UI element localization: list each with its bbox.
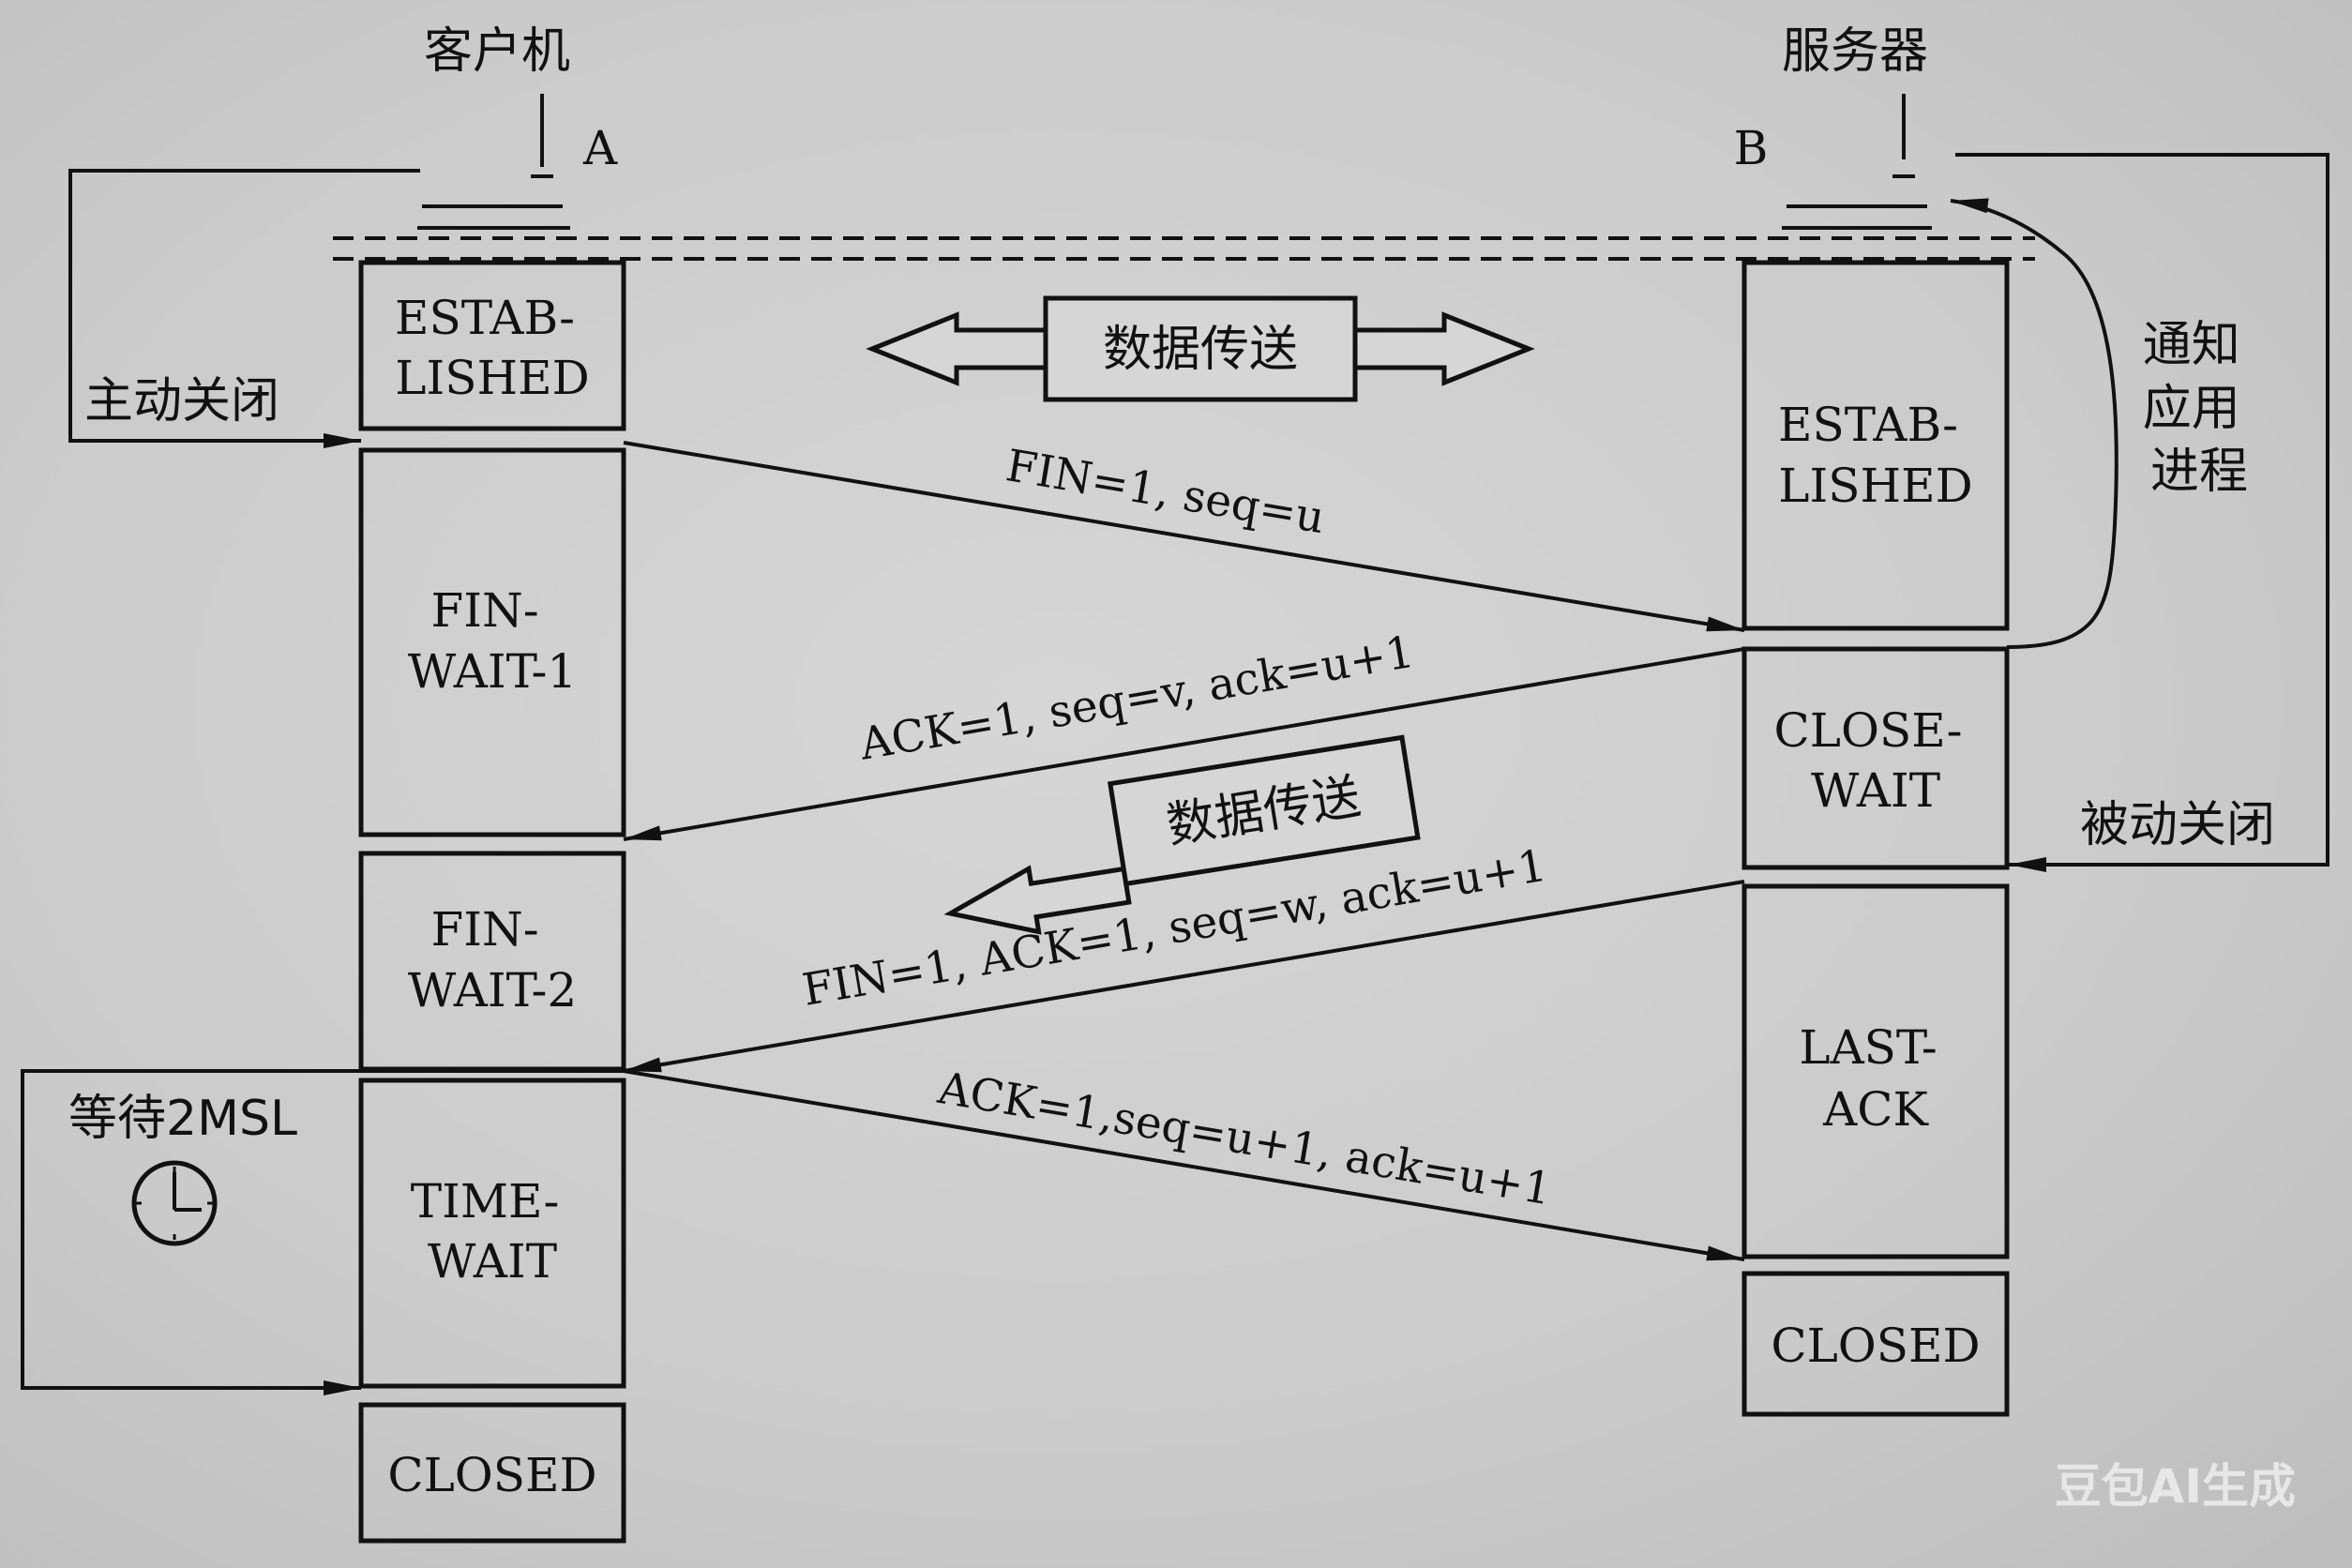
server-title: 服务器 — [1782, 23, 1928, 80]
passive-close-label: 被动关闭 — [2080, 797, 2275, 853]
watermark-text: 豆包AI生成 — [2055, 1459, 2296, 1514]
server-state-label: CLOSED — [1771, 1319, 1980, 1373]
final-ack-arrow — [623, 1069, 1745, 1261]
fin-ack-arrow — [623, 880, 1745, 1073]
wait-2msl-label: 等待2MSL — [68, 1091, 297, 1147]
data-transfer-label: 数据传送 — [1103, 322, 1298, 378]
active-close-label: 主动关闭 — [84, 373, 279, 430]
notify-app-curve — [1950, 198, 2118, 649]
client-state-label: WAIT-2 — [408, 963, 577, 1018]
client-state-label: FIN- — [431, 902, 539, 957]
time-wait-connector — [21, 1069, 624, 1395]
server-state-label: ESTAB- — [1778, 398, 1958, 452]
server-state-last-ack — [1741, 883, 2010, 1259]
client-state-established — [358, 260, 626, 431]
svg-text:TIME- WAIT: TIME- WAIT — [411, 1174, 575, 1289]
notify-app-label: 应用 — [2143, 381, 2240, 437]
client-state-label: FIN- — [431, 583, 539, 638]
client-state-time-wait — [358, 1078, 626, 1389]
client-state-fin-wait-2 — [358, 851, 626, 1072]
server-state-close-wait — [1741, 646, 2010, 870]
server-state-label: LAST- — [1799, 1020, 1937, 1075]
server-state-label: LISHED — [1778, 459, 1972, 513]
active-close-connector — [68, 169, 420, 448]
client-state-closed — [358, 1402, 626, 1544]
server-state-label: CLOSE- — [1774, 703, 1963, 758]
clock-icon — [131, 1160, 218, 1246]
message-label: FIN=1, seq=u — [1003, 440, 1329, 544]
server-state-closed — [1741, 1271, 2010, 1417]
client-label: A — [582, 121, 618, 175]
dashed-connection — [333, 236, 2035, 261]
fin-arrow — [623, 441, 1745, 632]
svg-text:FIN- WAIT-2: FIN- WAIT-2 — [408, 902, 577, 1018]
notify-app-label: 通知 — [2143, 317, 2240, 373]
client-state-fin-wait-1 — [358, 447, 626, 837]
server-label: B — [1734, 121, 1769, 175]
client-state-label: ESTAB- — [395, 291, 575, 345]
data-transfer-left-arrow: 数据传送 — [943, 734, 1421, 935]
server-state-established — [1741, 260, 2010, 631]
svg-text:LAST- ACK: LAST- ACK — [1799, 1020, 1952, 1137]
svg-text:CLOSE- WAIT: CLOSE- WAIT — [1774, 703, 1978, 818]
server-state-label: WAIT — [1811, 763, 1940, 818]
data-transfer-double-arrow — [866, 295, 1535, 402]
client-title: 客户机 — [424, 23, 570, 80]
passive-close-connector — [1955, 153, 2329, 872]
svg-text:通知 应用 进程: 通知 应用 进程 — [2143, 317, 2256, 500]
svg-text:FIN- WAIT-1: FIN- WAIT-1 — [408, 583, 577, 699]
client-state-label: WAIT — [428, 1234, 557, 1289]
svg-text:ESTAB- LISHED: ESTAB- LISHED — [395, 291, 590, 405]
server-state-label: ACK — [1822, 1082, 1929, 1137]
client-state-label: LISHED — [395, 351, 589, 405]
client-state-label: TIME- — [411, 1174, 560, 1229]
svg-text:ESTAB- LISHED: ESTAB- LISHED — [1778, 398, 1973, 513]
client-state-label: WAIT-1 — [408, 644, 577, 699]
client-socket-icon — [417, 94, 570, 230]
server-socket-icon — [1782, 94, 1932, 230]
ack-arrow — [623, 647, 1745, 841]
notify-app-label: 进程 — [2150, 444, 2248, 500]
client-state-label: CLOSED — [387, 1448, 596, 1502]
